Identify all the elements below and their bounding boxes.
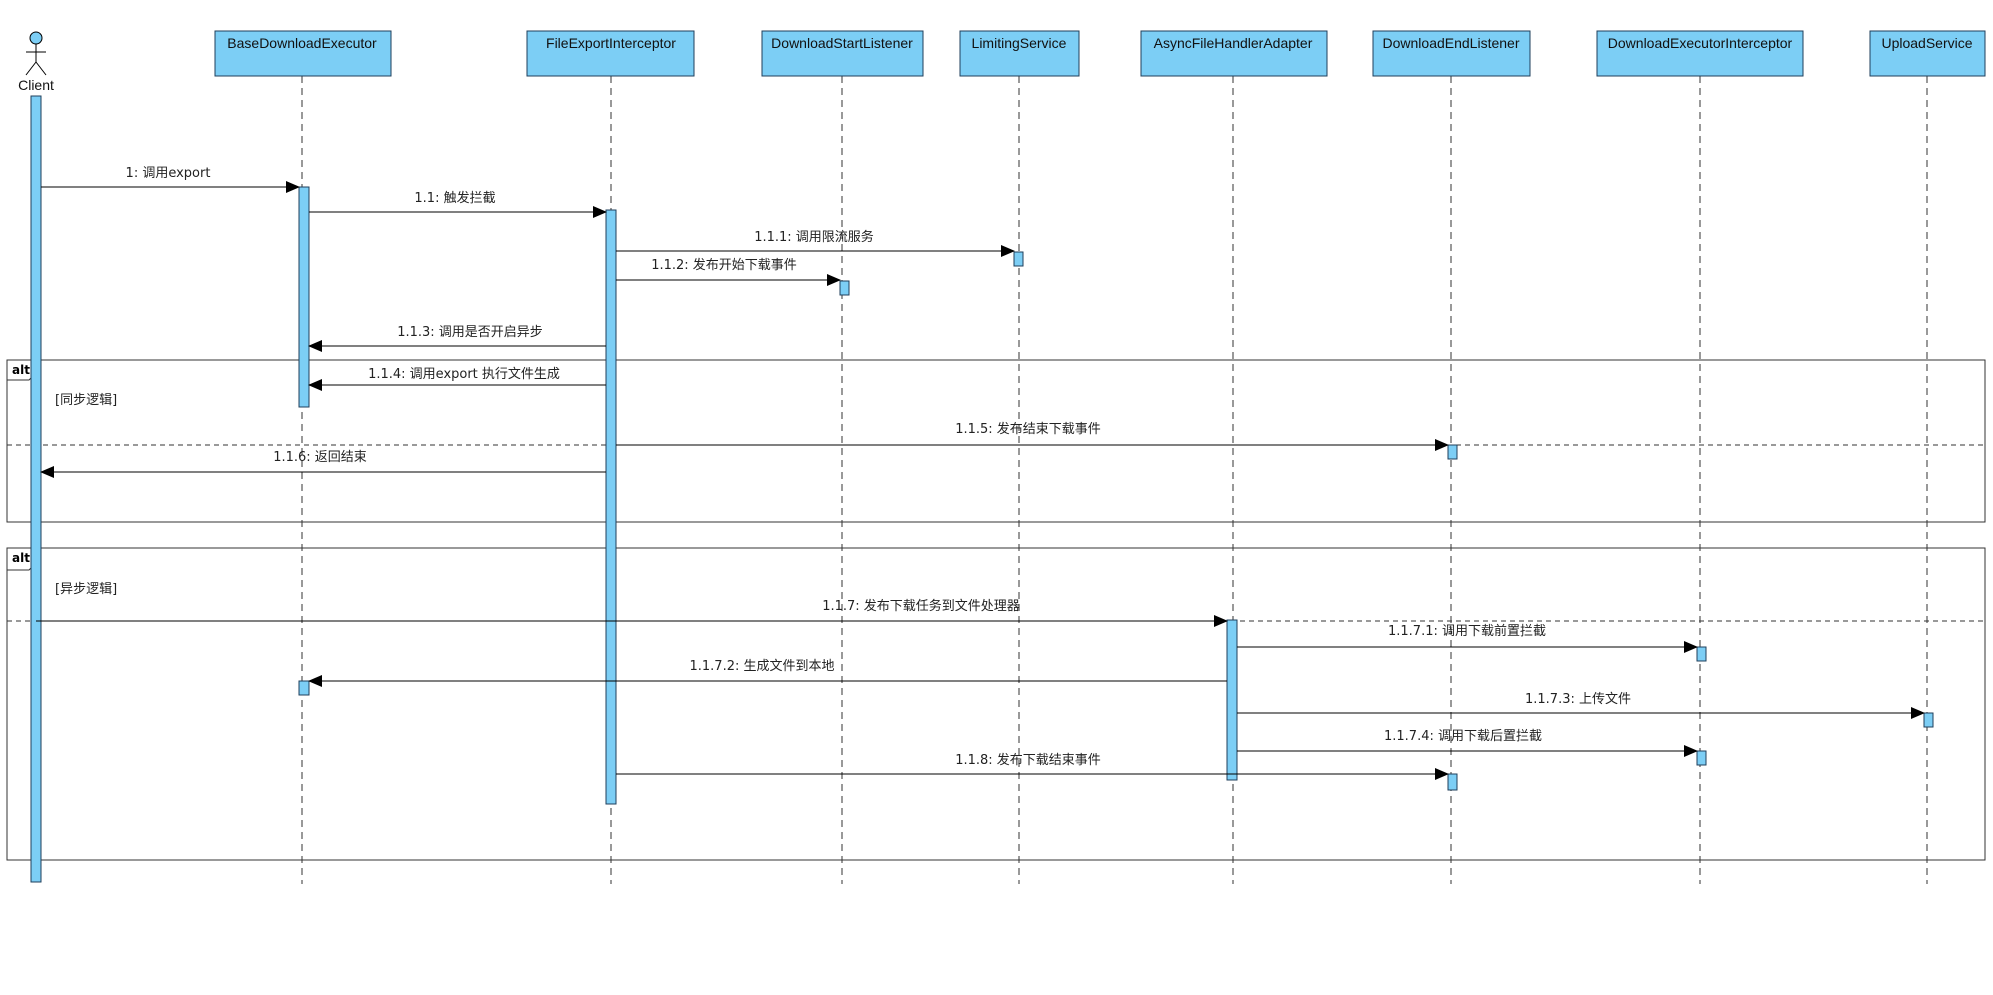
message-label-9: 1.1.7: 发布下载任务到文件处理器 bbox=[822, 598, 1020, 614]
actor-head bbox=[29, 31, 43, 45]
participant-name: DownloadStartListener bbox=[771, 35, 913, 51]
message-label-2: 1.1: 触发拦截 bbox=[414, 190, 495, 206]
alt-fragment-operator: alt bbox=[12, 551, 30, 565]
participant-box bbox=[1596, 30, 1804, 77]
participant-download-end-listener: DownloadEndListener bbox=[1372, 30, 1531, 77]
participant-upload-service: UploadService bbox=[1869, 30, 1986, 77]
participant-base-download-executor: BaseDownloadExecutor bbox=[214, 30, 392, 77]
actor-name: Client bbox=[18, 77, 54, 93]
participant-name: FileExportInterceptor bbox=[546, 35, 676, 51]
participant-download-start-listener: DownloadStartListener bbox=[761, 30, 924, 77]
participant-file-export-interceptor: FileExportInterceptor bbox=[526, 30, 695, 77]
participant-limiting-service: LimitingService bbox=[959, 30, 1080, 77]
activation-bar-download-end-listener bbox=[1447, 444, 1458, 460]
actor-right-leg bbox=[35, 61, 47, 76]
participant-name: AsyncFileHandlerAdapter bbox=[1154, 35, 1313, 51]
activation-bar-download-executor-interceptor bbox=[1696, 646, 1707, 662]
activation-bar-limiting-service bbox=[1013, 251, 1024, 267]
activation-bar-client bbox=[30, 95, 42, 883]
participant-box bbox=[526, 30, 695, 77]
participant-box bbox=[1140, 30, 1328, 77]
participant-name: DownloadEndListener bbox=[1383, 35, 1520, 51]
alt-fragment-operator: alt bbox=[12, 363, 30, 377]
alt-fragment-1 bbox=[6, 359, 1986, 523]
actor-client: Client bbox=[18, 31, 54, 93]
message-label-12: 1.1.7.3: 上传文件 bbox=[1525, 692, 1631, 707]
participant-box bbox=[214, 30, 392, 77]
alt-guard-condition: [同步逻辑] bbox=[55, 393, 117, 408]
message-label-6: 1.1.4: 调用export 执行文件生成 bbox=[368, 367, 560, 382]
message-label-8: 1.1.6: 返回结束 bbox=[273, 450, 367, 465]
activation-bar-base-download-executor bbox=[298, 680, 310, 696]
activation-bar-file-export-interceptor bbox=[605, 209, 617, 805]
activation-bar-async-file-handler-adapter bbox=[1226, 619, 1238, 781]
participant-name: UploadService bbox=[1881, 35, 1972, 51]
message-label-14: 1.1.8: 发布下载结束事件 bbox=[955, 752, 1101, 768]
participant-download-executor-interceptor: DownloadExecutorInterceptor bbox=[1596, 30, 1804, 77]
participant-box bbox=[1869, 30, 1986, 77]
activation-bar-base-download-executor bbox=[298, 186, 310, 408]
message-label-4: 1.1.2: 发布开始下载事件 bbox=[651, 257, 797, 273]
message-label-11: 1.1.7.2: 生成文件到本地 bbox=[690, 659, 835, 674]
actor-left-leg bbox=[25, 61, 37, 76]
message-label-3: 1.1.1: 调用限流服务 bbox=[754, 229, 874, 245]
participant-name: LimitingService bbox=[972, 35, 1067, 51]
participant-name: DownloadExecutorInterceptor bbox=[1608, 35, 1793, 51]
participant-name: BaseDownloadExecutor bbox=[227, 35, 377, 51]
participant-box bbox=[959, 30, 1080, 77]
message-label-1: 1: 调用export bbox=[126, 166, 211, 181]
alt-guard-condition: [异步逻辑] bbox=[55, 582, 117, 597]
message-label-10: 1.1.7.1: 调用下载前置拦截 bbox=[1388, 623, 1546, 639]
activation-bar-download-executor-interceptor bbox=[1696, 750, 1707, 766]
activation-bar-upload-service bbox=[1923, 712, 1934, 728]
activation-bar-download-start-listener bbox=[839, 280, 850, 296]
message-label-7: 1.1.5: 发布结束下载事件 bbox=[955, 421, 1101, 437]
participant-box bbox=[761, 30, 924, 77]
participant-async-file-handler-adapter: AsyncFileHandlerAdapter bbox=[1140, 30, 1328, 77]
message-label-5: 1.1.3: 调用是否开启异步 bbox=[397, 325, 543, 340]
alt-fragment-2 bbox=[6, 547, 1986, 861]
message-label-13: 1.1.7.4: 调用下载后置拦截 bbox=[1384, 729, 1542, 744]
activation-bar-download-end-listener bbox=[1447, 773, 1458, 791]
participant-box bbox=[1372, 30, 1531, 77]
